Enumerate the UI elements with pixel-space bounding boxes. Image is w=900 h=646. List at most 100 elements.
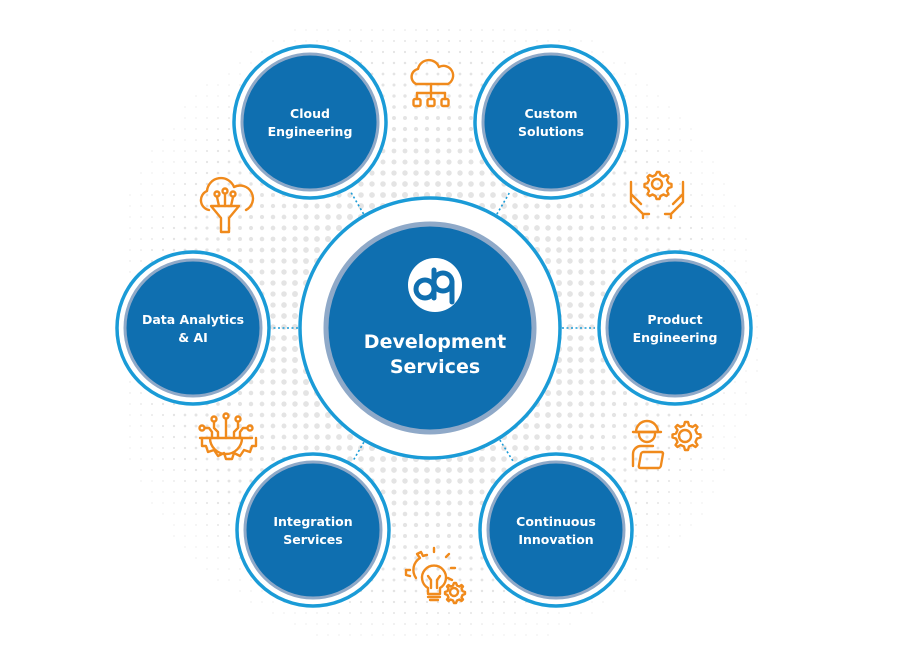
background-dot	[712, 227, 714, 229]
background-dot	[391, 137, 397, 143]
background-dot	[578, 313, 584, 319]
background-dot	[459, 634, 461, 636]
background-dot	[338, 623, 340, 625]
background-dot	[446, 126, 452, 132]
background-dot	[292, 368, 298, 374]
background-dot	[612, 457, 616, 461]
background-dot	[292, 203, 298, 209]
background-dot	[600, 291, 606, 297]
background-dot	[338, 634, 340, 636]
background-dot	[536, 29, 538, 31]
background-dot	[327, 29, 329, 31]
background-dot	[281, 203, 287, 209]
background-dot	[600, 236, 606, 242]
background-dot	[690, 469, 692, 471]
background-dot	[270, 291, 276, 297]
background-dot	[634, 171, 638, 175]
background-dot	[195, 150, 197, 152]
background-dot	[140, 249, 142, 251]
background-dot	[446, 500, 452, 506]
background-dot	[238, 479, 242, 483]
background-dot	[645, 248, 649, 252]
background-dot	[492, 623, 494, 625]
background-dot	[470, 29, 472, 31]
background-dot	[281, 258, 287, 264]
background-dot	[283, 40, 285, 42]
background-dot	[392, 61, 396, 65]
background-dot	[402, 511, 408, 517]
background-dot	[392, 556, 396, 560]
background-dot	[227, 501, 231, 505]
background-dot	[468, 522, 474, 528]
background-dot	[667, 413, 671, 417]
background-dot	[600, 379, 606, 385]
background-dot	[162, 205, 164, 207]
background-dot	[183, 215, 187, 219]
background-dot	[679, 513, 681, 515]
background-dot	[151, 502, 153, 504]
background-dot	[701, 183, 703, 185]
background-dot	[161, 424, 165, 428]
background-dot	[270, 313, 276, 319]
background-dot	[336, 214, 342, 220]
background-dot	[194, 479, 198, 483]
background-dot	[501, 192, 507, 198]
background-dot	[723, 194, 725, 196]
service-node-data-analytics-ai: Data Analytics& AI	[115, 250, 271, 406]
background-dot	[162, 469, 164, 471]
background-dot	[612, 204, 616, 208]
background-dot	[415, 634, 417, 636]
background-dot	[480, 600, 484, 604]
background-dot	[270, 236, 276, 242]
background-dot	[623, 215, 627, 219]
background-dot	[712, 480, 714, 482]
background-dot	[634, 413, 638, 417]
background-dot	[194, 413, 198, 417]
background-dot	[646, 117, 648, 119]
background-dot	[380, 456, 386, 462]
background-dot	[195, 513, 197, 515]
background-dot	[712, 249, 714, 251]
background-dot	[678, 215, 682, 219]
background-dot	[380, 159, 386, 165]
background-dot	[712, 458, 714, 460]
background-dot	[140, 172, 142, 174]
background-dot	[314, 247, 320, 253]
background-dot	[303, 434, 309, 440]
background-dot	[601, 204, 605, 208]
background-dot	[578, 445, 584, 451]
background-dot	[129, 227, 131, 229]
background-dot	[569, 612, 571, 614]
background-dot	[624, 62, 626, 64]
background-dot	[205, 193, 209, 197]
background-dot	[601, 193, 605, 197]
background-dot	[469, 105, 473, 109]
background-dot	[173, 491, 175, 493]
background-dot	[426, 623, 428, 625]
background-dot	[589, 302, 595, 308]
background-dot	[567, 390, 573, 396]
background-dot	[162, 491, 164, 493]
background-dot	[623, 424, 627, 428]
background-dot	[205, 182, 209, 186]
background-dot	[589, 346, 595, 352]
background-dot	[238, 160, 242, 164]
background-dot	[645, 413, 649, 417]
background-dot	[129, 447, 131, 449]
background-dot	[316, 634, 318, 636]
background-dot	[458, 83, 462, 87]
background-dot	[316, 40, 318, 42]
background-dot	[578, 203, 584, 209]
background-dot	[195, 524, 197, 526]
background-dot	[646, 513, 648, 515]
background-dot	[140, 205, 142, 207]
background-dot	[151, 480, 153, 482]
background-dot	[701, 414, 703, 416]
background-dot	[567, 269, 573, 275]
background-dot	[745, 381, 747, 383]
background-dot	[446, 478, 452, 484]
background-dot	[646, 128, 648, 130]
background-dot	[656, 226, 660, 230]
background-dot	[403, 83, 407, 87]
